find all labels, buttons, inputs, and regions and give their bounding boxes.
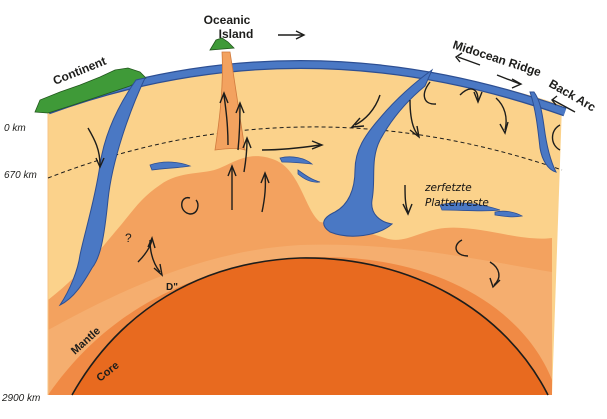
- oceanic-island-label-line1: Oceanic: [204, 13, 251, 27]
- slab-fragment: [149, 161, 192, 171]
- depth-0km-label: 0 km: [4, 123, 26, 134]
- oceanic-island: [209, 37, 235, 51]
- slab-fragment: [494, 210, 524, 218]
- handwritten-note-line1: zerfetzte: [424, 182, 472, 194]
- mantle-plume: [214, 51, 246, 151]
- question-mark: ?: [125, 231, 132, 245]
- core-boundary: [71, 257, 549, 396]
- slab-fragment: [279, 156, 314, 165]
- slab-fragment: [297, 169, 321, 183]
- oceanic-island-label-line2: Island: [219, 27, 254, 41]
- boundary-670km: [47, 126, 563, 179]
- handwritten-note-line2: Plattenreste: [425, 197, 489, 209]
- depth-2900km-label: 2900 km: [1, 393, 40, 404]
- back-arc-slab: [529, 91, 557, 173]
- central-subducting-slab: [323, 68, 434, 237]
- midocean-ridge-label: Midocean Ridge: [451, 38, 543, 80]
- left-subducting-slab: [58, 77, 146, 307]
- core: [72, 257, 548, 395]
- convection-arrows: [87, 30, 576, 289]
- depth-670km-label: 670 km: [4, 170, 37, 181]
- d-double-prime-label: D": [166, 282, 178, 293]
- slab-fragment: [439, 202, 501, 212]
- continent: [34, 67, 147, 114]
